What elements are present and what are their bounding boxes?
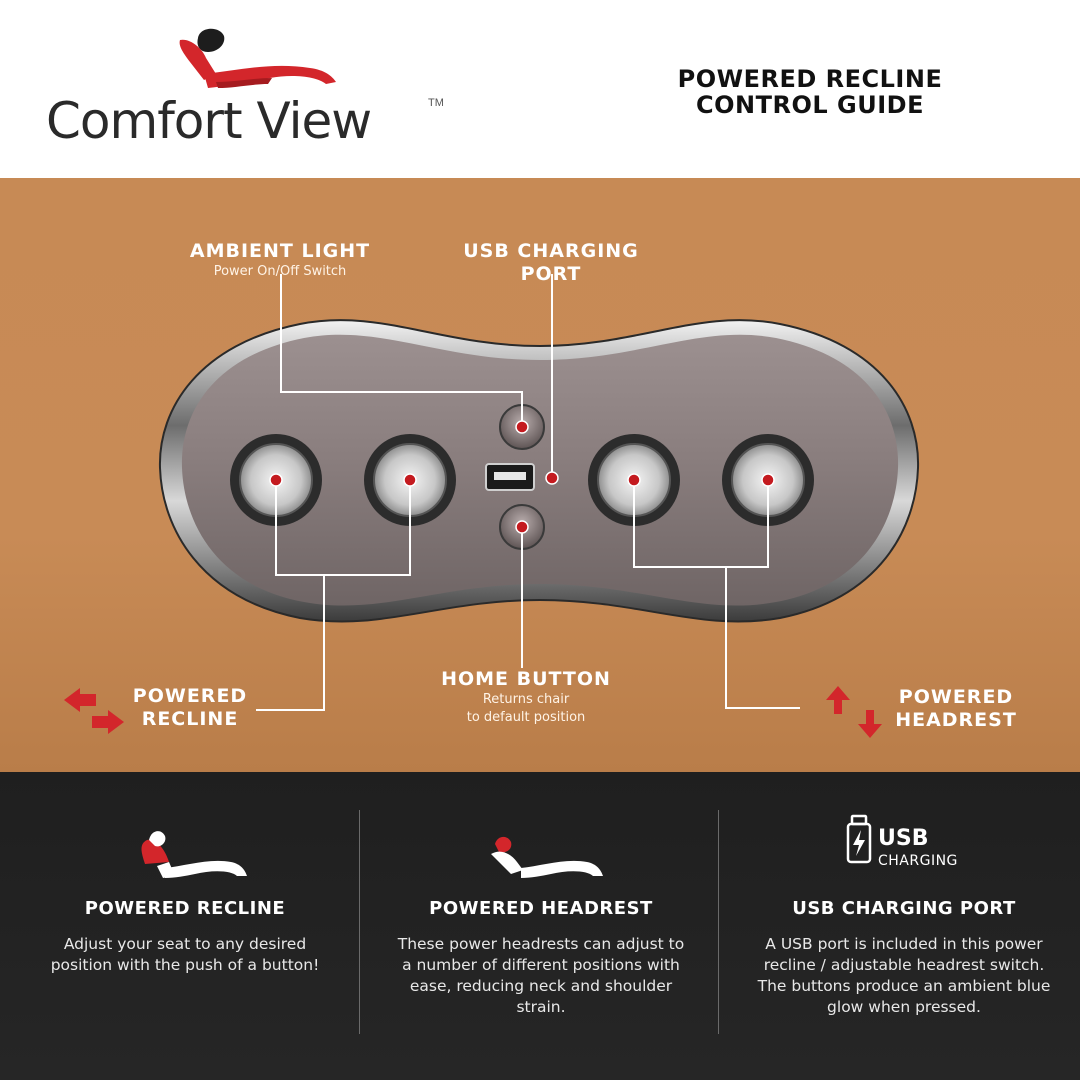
- trademark: TM: [428, 97, 444, 109]
- control-panel-illustration: [64, 274, 920, 738]
- feature-text: A USB port is included in this power rec…: [757, 935, 1051, 1016]
- title-line-1: POWERED RECLINE: [677, 65, 943, 93]
- ambient-light-title: AMBIENT LIGHT: [189, 240, 371, 262]
- divider: [359, 810, 360, 1034]
- divider: [718, 810, 719, 1034]
- brand-name: Comfort View: [46, 92, 372, 150]
- page-title: POWERED RECLINE CONTROL GUIDE: [620, 66, 1000, 118]
- usb-badge-sub: CHARGING: [878, 853, 958, 869]
- usb-port-title-1: USB CHARGING: [463, 240, 639, 262]
- powered-recline-title-1: POWERED: [132, 685, 248, 707]
- home-button-subtitle-1: Returns chair: [482, 692, 570, 707]
- ambient-light-subtitle: Power On/Off Switch: [213, 264, 347, 279]
- feature-strip: POWERED RECLINE Adjust your seat to any …: [0, 772, 1080, 1080]
- usb-port-title-2: PORT: [520, 263, 582, 285]
- usb-port-label: USB CHARGING PORT: [440, 240, 662, 286]
- headrest-recliner-icon: [491, 836, 603, 878]
- recliner-logo-icon: [179, 28, 336, 88]
- home-button-label: HOME BUTTON Returns chair to default pos…: [412, 668, 640, 727]
- panel-face: [181, 334, 899, 606]
- powered-headrest-title-2: HEADREST: [895, 709, 1017, 731]
- feature-powered-recline: POWERED RECLINE Adjust your seat to any …: [5, 772, 365, 1080]
- headrest-arrows-icon: [826, 686, 882, 738]
- feature-powered-headrest: POWERED HEADREST These power headrests c…: [361, 772, 721, 1080]
- control-panel-area: AMBIENT LIGHT Power On/Off Switch USB CH…: [0, 178, 1080, 772]
- ambient-light-label: AMBIENT LIGHT Power On/Off Switch: [170, 240, 390, 281]
- feature-title: POWERED HEADREST: [429, 898, 653, 919]
- feature-text: Adjust your seat to any desired position…: [50, 935, 320, 974]
- powered-headrest-title-1: POWERED: [898, 686, 1014, 708]
- powered-headrest-label: POWERED HEADREST: [884, 686, 1028, 732]
- usb-badge-word: USB: [878, 826, 929, 851]
- powered-recline-title-2: RECLINE: [141, 708, 239, 730]
- home-button-subtitle-2: to default position: [466, 710, 586, 725]
- feature-title: USB CHARGING PORT: [792, 898, 1016, 919]
- title-line-2: CONTROL GUIDE: [696, 91, 924, 119]
- feature-text: These power headrests can adjust to a nu…: [397, 935, 685, 1016]
- feature-usb-charging: USB CHARGING PORT A USB port is included…: [724, 772, 1080, 1080]
- home-button-title: HOME BUTTON: [441, 668, 611, 690]
- powered-recline-label: POWERED RECLINE: [120, 685, 260, 731]
- header: Comfort View TM POWERED RECLINE CONTROL …: [0, 0, 1080, 178]
- recline-arrows-icon: [64, 688, 124, 734]
- recliner-icon: [141, 831, 247, 878]
- feature-title: POWERED RECLINE: [84, 898, 286, 919]
- usb-battery-icon: [846, 814, 872, 864]
